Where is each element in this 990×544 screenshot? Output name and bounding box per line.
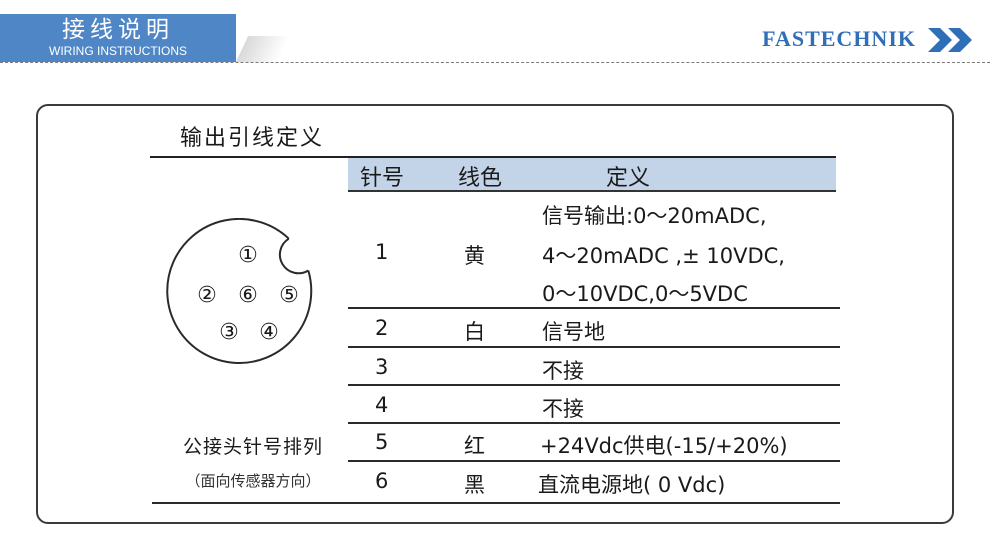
title-underline <box>150 156 836 158</box>
row-divider <box>348 346 840 348</box>
row1-def-line2: 4～20mADC ,± 10VDC, <box>542 244 785 268</box>
row5-color: 红 <box>464 434 485 458</box>
table-bottom-line <box>152 502 840 504</box>
pin-1-label: ① <box>238 243 258 268</box>
row-divider <box>348 460 840 462</box>
header-pin: 针号 <box>360 166 405 191</box>
row-divider <box>348 422 840 424</box>
header-color: 线色 <box>458 166 503 191</box>
row3-pin: 3 <box>375 355 389 379</box>
pin-2-label: ② <box>197 283 217 308</box>
row1-def-line1: 信号输出:0～20mADC, <box>542 204 767 228</box>
connector-outline <box>166 217 313 364</box>
header-definition: 定义 <box>606 166 651 191</box>
row6-color: 黑 <box>464 473 485 497</box>
row2-def: 信号地 <box>542 320 605 344</box>
wiring-panel <box>36 104 954 524</box>
pin-4-label: ④ <box>259 320 279 345</box>
row6-pin: 6 <box>375 469 389 493</box>
row3-def: 不接 <box>542 359 584 383</box>
row5-pin: 5 <box>375 430 389 454</box>
row-divider <box>348 384 840 386</box>
row4-def: 不接 <box>542 397 584 421</box>
pin-5-label: ⑤ <box>279 283 299 308</box>
row1-def-line3: 0～10VDC,0～5VDC <box>542 282 748 306</box>
row2-pin: 2 <box>375 316 389 340</box>
table-header: 针号 线色 定义 <box>348 158 836 192</box>
row1-pin: 1 <box>375 240 389 264</box>
connector-label: 公接头针号排列 <box>182 436 323 458</box>
row4-pin: 4 <box>375 393 389 417</box>
row6-def: 直流电源地( 0 Vdc) <box>538 473 726 497</box>
row2-color: 白 <box>464 320 485 344</box>
double-chevron-right-icon <box>928 28 972 52</box>
row1-color: 黄 <box>464 244 485 268</box>
header-tab-shadow <box>236 36 291 62</box>
pin-3-label: ③ <box>219 320 239 345</box>
connector-sublabel: （面向传感器方向） <box>185 472 321 490</box>
connector-diagram: ① ② ⑥ ⑤ ③ ④ <box>160 217 320 388</box>
section-header-tab: 接线说明 WIRING INSTRUCTIONS <box>0 14 236 62</box>
header-divider <box>0 62 990 63</box>
section-title: 输出引线定义 <box>180 126 325 151</box>
brand-logo-text: FASTECHNIK <box>762 26 916 51</box>
header-title-en: WIRING INSTRUCTIONS <box>49 44 187 58</box>
header-title-cn: 接线说明 <box>62 17 174 43</box>
row-divider <box>348 307 840 309</box>
pin-6-label: ⑥ <box>238 283 258 308</box>
row5-def: +24Vdc供电(-15/+20%) <box>540 434 788 458</box>
